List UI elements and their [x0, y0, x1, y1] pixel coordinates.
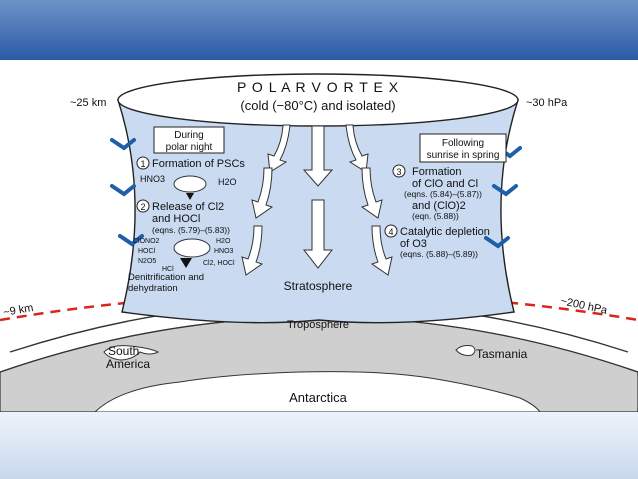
psc-cloud — [173, 175, 207, 193]
inflow-chevron — [492, 184, 518, 197]
stratosphere-label: Stratosphere — [284, 279, 353, 293]
h2o-b-label: H2O — [216, 238, 231, 245]
hno3-label: HNO3 — [140, 174, 165, 184]
diagram-canvas: P O L A R V O R T E X (cold (−80°C) and … — [0, 60, 638, 412]
tasmania-landmass — [455, 345, 476, 356]
inflow-chevron — [118, 234, 144, 247]
inflow-chevron — [110, 138, 136, 151]
step3-line3: and (ClO)2 — [412, 200, 466, 212]
h2o-label: H2O — [218, 177, 237, 187]
label-25km: ~25 km — [70, 97, 106, 109]
antarctica-landmass — [94, 371, 541, 412]
polar-vortex-diagram: P O L A R V O R T E X (cold (−80°C) and … — [0, 73, 638, 412]
step1-circle — [136, 156, 150, 170]
label-30hpa: ~30 hPa — [526, 97, 568, 109]
header-band — [0, 0, 638, 60]
step4-line1: Catalytic depletion — [400, 226, 490, 238]
psc-down-arrow — [186, 193, 194, 200]
denitrification-line2: dehydration — [128, 283, 178, 294]
step3-line1: Formation — [412, 166, 462, 178]
step4-circle — [384, 224, 398, 238]
troposphere-label: Troposphere — [287, 319, 349, 331]
descent-arrow — [360, 167, 383, 219]
polar-night-box — [153, 126, 225, 154]
step4-line2: of O3 — [400, 238, 427, 250]
right-panel: Following sunrise in spring 3 Formation … — [384, 133, 507, 259]
step4-eqns: (eqns. (5.88)–(5.89)) — [400, 249, 478, 259]
label-9km: ~9 km — [2, 302, 34, 319]
step3-line2: of ClO and Cl — [412, 178, 478, 190]
vortex-title: P O L A R V O R T E X — [237, 79, 399, 95]
south-america-landmass — [103, 345, 160, 361]
descent-arrow — [302, 199, 334, 269]
left-panel: During polar night 1 Formation of PSCs H… — [128, 126, 245, 294]
descent-arrow — [241, 225, 264, 276]
cl2-hocl-label: Cl2, HOCl — [203, 260, 235, 267]
step2-eqns: (eqns. (5.79)–(5.83)) — [152, 225, 230, 235]
hcl-label: HCl — [162, 266, 174, 273]
spring-line1: Following — [442, 138, 484, 149]
footer-band — [0, 412, 638, 479]
spring-line2: sunrise in spring — [427, 150, 500, 161]
step3-eqns2: (eqn. (5.88)) — [412, 211, 459, 221]
step2-number: 2 — [140, 202, 145, 212]
descent-arrow — [345, 124, 369, 173]
denitrification-line1: Denitrification and — [128, 272, 204, 283]
antarctica-label: Antarctica — [289, 390, 348, 405]
south-america-line1: South — [108, 344, 139, 358]
hno3-b-label: HNO3 — [214, 248, 234, 255]
south-america-line2: America — [106, 357, 150, 371]
hocl-left-label: HOCl — [138, 248, 156, 255]
step4-number: 4 — [388, 227, 393, 237]
step1-text: Formation of PSCs — [152, 158, 245, 170]
step1-number: 1 — [140, 159, 145, 169]
step2-line2: and HOCl — [152, 213, 200, 225]
vortex-subtitle: (cold (−80°C) and isolated) — [240, 98, 395, 113]
step3-eqns: (eqns. (5.84)–(5.87)) — [404, 189, 482, 199]
tasmania-label: Tasmania — [476, 347, 528, 361]
spring-sunrise-box — [419, 133, 507, 163]
label-200hpa: ~200 hPa — [559, 295, 609, 317]
step3-circle — [392, 164, 406, 178]
descent-arrow — [370, 225, 393, 276]
clono2-label: ClONO2 — [133, 238, 160, 245]
descent-arrow — [267, 124, 291, 173]
tropopause-line — [0, 291, 638, 322]
inflow-chevron — [110, 184, 136, 197]
step3-number: 3 — [396, 167, 401, 177]
inflow-chevron — [484, 236, 510, 249]
polar-night-line1: During — [174, 130, 203, 141]
descent-arrow — [302, 125, 334, 187]
release-down-arrow — [180, 258, 192, 268]
descent-arrows — [241, 124, 393, 276]
step2-circle — [136, 199, 150, 213]
step2-line1: Release of Cl2 — [152, 201, 224, 213]
polar-night-line2: polar night — [166, 142, 213, 153]
release-cloud — [173, 238, 211, 258]
descent-arrow — [251, 167, 274, 219]
n2o5-label: N2O5 — [138, 258, 156, 265]
